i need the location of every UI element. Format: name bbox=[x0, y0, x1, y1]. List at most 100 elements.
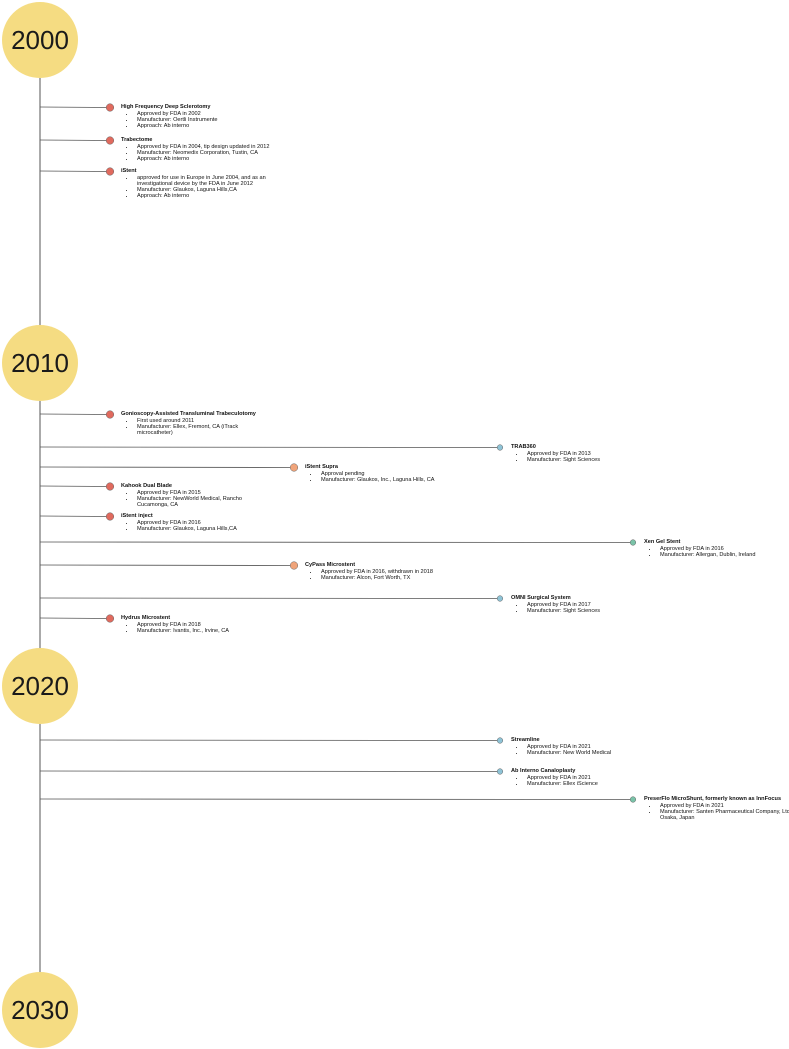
event-card: CyPass MicrostentApproved by FDA in 2016… bbox=[305, 562, 455, 581]
event-connector bbox=[39, 106, 111, 108]
event-connector bbox=[39, 541, 634, 543]
event-title: OMNI Surgical System bbox=[511, 595, 571, 601]
event-title: iStent bbox=[121, 168, 137, 174]
event-card: Ab Interno CanaloplastyApproved by FDA i… bbox=[511, 768, 661, 787]
event-detail-item: Manufacturer: Alcon, Fort Worth, TX bbox=[319, 575, 455, 581]
decade-marker-2020: 2020 bbox=[2, 648, 78, 724]
event-detail-item: Manufacturer: Santen Pharmaceutical Comp… bbox=[658, 809, 789, 821]
event-details: approved for use in Europe in June 2004,… bbox=[121, 175, 271, 200]
event-detail-item: Approach: Ab interno bbox=[135, 156, 271, 162]
event-marker-red bbox=[105, 103, 115, 112]
event-connector bbox=[39, 466, 295, 468]
event-detail-item: Manufacturer: Ivantis, Inc., Irvine, CA bbox=[135, 628, 271, 634]
event-details: Approved by FDA in 2016Manufacturer: All… bbox=[644, 546, 789, 558]
event-detail-item: Approved by FDA in 2017 bbox=[525, 602, 661, 608]
event-detail-item: Approved by FDA in 2021 bbox=[525, 744, 661, 750]
event-marker-orange bbox=[289, 561, 299, 570]
event-card: Xen Gel StentApproved by FDA in 2016Manu… bbox=[644, 539, 789, 558]
event-connector bbox=[39, 617, 111, 619]
event-connector bbox=[39, 770, 501, 772]
event-detail-item: Approved by FDA in 2015 bbox=[135, 490, 271, 496]
event-card: High Frequency Deep SclerotomyApproved b… bbox=[121, 104, 271, 129]
event-details: Approved by FDA in 2015Manufacturer: New… bbox=[121, 490, 271, 509]
event-marker-red bbox=[105, 512, 115, 521]
event-title: CyPass Microstent bbox=[305, 562, 356, 568]
event-marker-red bbox=[105, 136, 115, 145]
event-detail-item: Approved by FDA in 2021 bbox=[658, 803, 789, 809]
decade-circle bbox=[2, 648, 78, 724]
event-detail-item: Manufacturer: Glaukos, Laguna Hills,CA bbox=[135, 526, 271, 532]
event-title: Xen Gel Stent bbox=[644, 539, 681, 545]
decade-label: 2010 bbox=[11, 348, 69, 378]
event-details: Approved by FDA in 2004, tip design upda… bbox=[121, 144, 271, 163]
event-detail-item: Manufacturer: NewWorld Medical, Rancho C… bbox=[135, 496, 271, 508]
event-detail-item: Manufacturer: Allergan, Dublin, Ireland bbox=[658, 552, 789, 558]
event-details: Approved by FDA in 2021Manufacturer: New… bbox=[511, 744, 661, 756]
decade-marker-2000: 2000 bbox=[2, 2, 78, 78]
event-connector bbox=[39, 798, 634, 800]
event-details: Approved by FDA in 2018Manufacturer: Iva… bbox=[121, 622, 271, 634]
event-marker-orange bbox=[289, 463, 299, 472]
event-marker-blue bbox=[496, 737, 504, 744]
event-marker-red bbox=[105, 614, 115, 623]
event-connector bbox=[39, 170, 111, 172]
event-connector bbox=[39, 739, 501, 741]
event-title: Ab Interno Canaloplasty bbox=[511, 768, 576, 774]
event-marker-blue bbox=[496, 444, 504, 451]
event-title: TRAB360 bbox=[511, 444, 536, 450]
event-details: First used around 2011Manufacturer: Elle… bbox=[121, 418, 271, 437]
event-card: StreamlineApproved by FDA in 2021Manufac… bbox=[511, 737, 661, 756]
event-detail-item: Manufacturer: Glaukos, Inc., Laguna Hill… bbox=[319, 477, 455, 483]
event-detail-item: Manufacturer: Glaukos, Laguna Hills,CA bbox=[135, 187, 271, 193]
event-card: Kahook Dual BladeApproved by FDA in 2015… bbox=[121, 483, 271, 508]
event-detail-item: Approved by FDA in 2013 bbox=[525, 451, 661, 457]
event-details: Approved by FDA in 2013Manufacturer: Sig… bbox=[511, 451, 661, 463]
event-title: High Frequency Deep Sclerotomy bbox=[121, 104, 211, 110]
decade-label: 2000 bbox=[11, 25, 69, 55]
event-details: Approval pendingManufacturer: Glaukos, I… bbox=[305, 471, 455, 483]
event-detail-item: Approved by FDA in 2016, withdrawn in 20… bbox=[319, 569, 455, 575]
event-title: iStent inject bbox=[121, 513, 153, 519]
event-details: Approved by FDA in 2016, withdrawn in 20… bbox=[305, 569, 455, 581]
event-detail-item: First used around 2011 bbox=[135, 418, 271, 424]
decade-label: 2030 bbox=[11, 995, 69, 1025]
event-connector bbox=[39, 446, 501, 448]
event-card: iStentapproved for use in Europe in June… bbox=[121, 168, 271, 200]
event-connector bbox=[39, 413, 111, 415]
event-details: Approved by FDA in 2021Manufacturer: Ell… bbox=[511, 775, 661, 787]
decade-marker-2010: 2010 bbox=[2, 325, 78, 401]
event-detail-item: approved for use in Europe in June 2004,… bbox=[135, 175, 271, 187]
event-title: Trabectome bbox=[121, 137, 153, 143]
event-connector bbox=[39, 564, 295, 566]
event-connector bbox=[39, 597, 501, 599]
event-details: Approved by FDA in 2002Manufacturer: Oer… bbox=[121, 111, 271, 130]
event-connector bbox=[39, 139, 111, 141]
event-title: iStent Supra bbox=[305, 464, 338, 470]
event-marker-teal bbox=[629, 796, 637, 803]
decade-marker-2030: 2030 bbox=[2, 972, 78, 1048]
event-detail-item: Approach: Ab interno bbox=[135, 193, 271, 199]
event-marker-blue bbox=[496, 768, 504, 775]
event-title: Gonioscopy-Assisted Transluminal Trabecu… bbox=[121, 411, 256, 417]
event-detail-item: Approved by FDA in 2002 bbox=[135, 111, 271, 117]
event-detail-item: Approved by FDA in 2016 bbox=[135, 520, 271, 526]
event-marker-teal bbox=[629, 539, 637, 546]
event-marker-blue bbox=[496, 595, 504, 602]
event-details: Approved by FDA in 2016Manufacturer: Gla… bbox=[121, 520, 271, 532]
event-detail-item: Manufacturer: Sight Sciences bbox=[525, 457, 661, 463]
event-detail-item: Approved by FDA in 2021 bbox=[525, 775, 661, 781]
event-detail-item: Manufacturer: Sight Sciences bbox=[525, 608, 661, 614]
decade-label: 2020 bbox=[11, 671, 69, 701]
decade-circle bbox=[2, 325, 78, 401]
event-title: Kahook Dual Blade bbox=[121, 483, 172, 489]
event-card: TRAB360Approved by FDA in 2013Manufactur… bbox=[511, 444, 661, 463]
event-details: Approved by FDA in 2021Manufacturer: San… bbox=[644, 803, 789, 822]
event-card: OMNI Surgical SystemApproved by FDA in 2… bbox=[511, 595, 661, 614]
event-detail-item: Manufacturer: New World Medical bbox=[525, 750, 661, 756]
event-marker-red bbox=[105, 482, 115, 491]
event-connector bbox=[39, 485, 111, 487]
event-detail-item: Manufacturer: Oertli Instrumente bbox=[135, 117, 271, 123]
event-card: iStent injectApproved by FDA in 2016Manu… bbox=[121, 513, 271, 532]
event-detail-item: Manufacturer: Ellex iScience bbox=[525, 781, 661, 787]
